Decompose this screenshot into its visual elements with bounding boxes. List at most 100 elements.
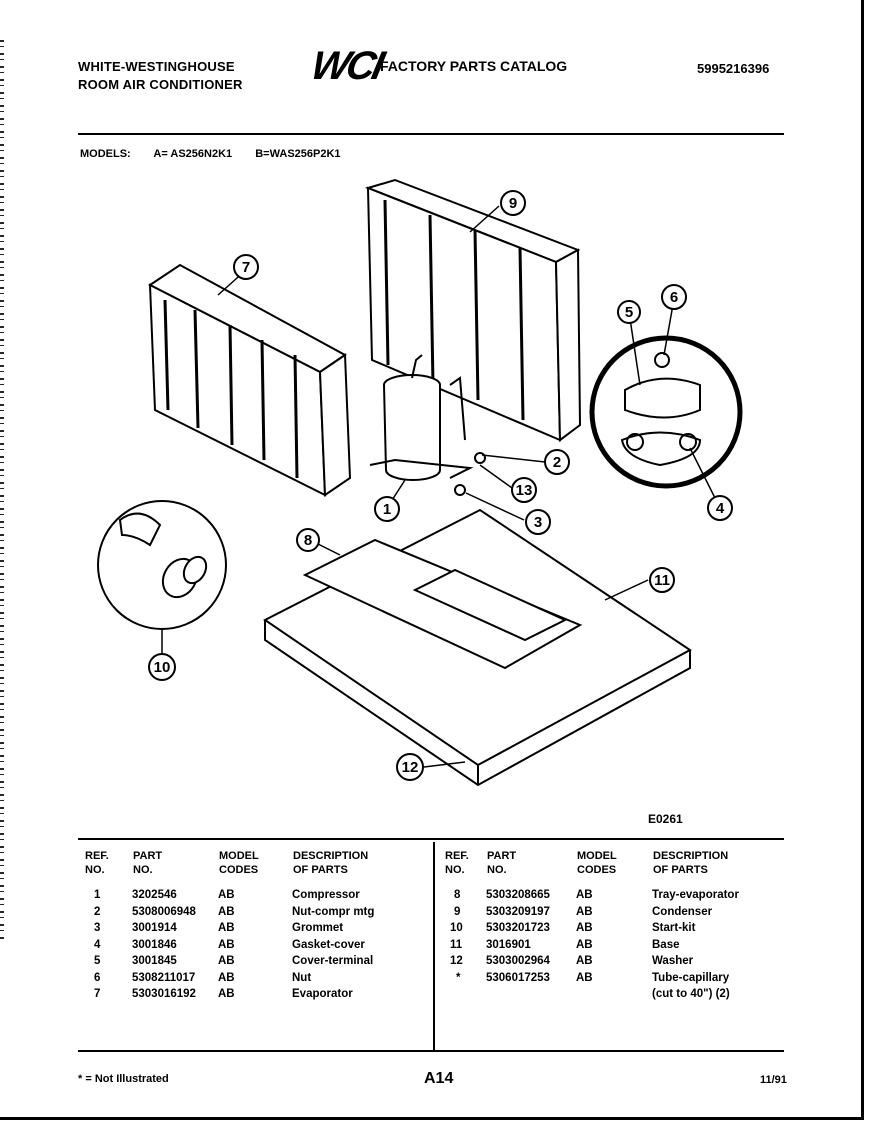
callout-1 — [374, 496, 400, 522]
desc-cell: (cut to 40") (2) — [652, 988, 730, 1000]
callout-2 — [544, 449, 570, 475]
ref-cell: 7 — [94, 988, 101, 1000]
ref-cell: 10 — [450, 922, 463, 934]
model-header-2: CODES — [577, 864, 617, 876]
desc-cell: Compressor — [292, 889, 360, 901]
desc-header-2: OF PARTS — [653, 864, 708, 876]
desc-cell: Start-kit — [652, 922, 696, 934]
part-cell: 5308211017 — [132, 971, 196, 984]
callout-3 — [525, 509, 551, 535]
part-cell: 3001845 — [132, 955, 177, 967]
desc-cell: Grommet — [292, 922, 344, 934]
callout-10-label: 10 — [154, 659, 171, 676]
part-cell: 3001914 — [132, 922, 177, 934]
model-a: A= AS256N2K1 — [153, 148, 233, 160]
callout-12 — [396, 753, 424, 781]
codes-cell: AB — [218, 988, 235, 1000]
table-row: 9 5303209197 AB Condenser — [444, 904, 782, 921]
desc-cell: Nut-compr mtg — [292, 905, 375, 918]
callout-10 — [148, 653, 176, 681]
desc-cell: Washer — [652, 955, 694, 967]
ref-cell: 4 — [94, 938, 101, 951]
brand-line-1: WHITE-WESTINGHOUSE — [78, 59, 235, 74]
desc-header-1: DESCRIPTION — [293, 850, 369, 862]
codes-cell — [576, 986, 652, 1003]
ref-cell: 6 — [94, 971, 101, 984]
evaporator-drawing — [148, 263, 352, 497]
ref-cell: 9 — [454, 905, 461, 918]
table-row: * 5306017253 AB Tube-capillary — [444, 970, 782, 987]
part-cell: 5308006948 — [132, 905, 196, 918]
codes-cell: AB — [218, 971, 235, 984]
callout-5 — [617, 300, 641, 324]
codes-cell: AB — [576, 905, 593, 918]
callout-11-label: 11 — [654, 572, 670, 589]
desc-cell: Condenser — [652, 905, 713, 918]
ref-cell: 3 — [94, 922, 101, 934]
codes-cell: AB — [218, 955, 235, 967]
ref-cell: * — [456, 971, 461, 984]
base-pan-drawing — [263, 508, 692, 787]
ref-header-1: REF. — [445, 850, 469, 862]
header-rule — [78, 133, 784, 135]
part-cell: 5306017253 — [486, 971, 550, 984]
catalog-number: 5995216396 — [697, 61, 770, 76]
callout-7-label: 7 — [242, 259, 250, 276]
codes-cell: AB — [576, 889, 593, 901]
callout-4-label: 4 — [716, 500, 725, 517]
ref-cell: 8 — [454, 889, 461, 901]
table-divider — [433, 842, 435, 1050]
page-frame — [0, 0, 864, 1120]
callout-13-label: 13 — [516, 482, 533, 499]
part-cell: 5303002964 — [486, 955, 550, 967]
part-cell: 5303201723 — [486, 922, 550, 934]
part-cell: 3016901 — [486, 938, 531, 951]
ref-cell: 5 — [94, 955, 101, 967]
desc-cell: Tube-capillary — [652, 971, 730, 984]
desc-cell: Nut — [292, 971, 312, 984]
ref-cell — [444, 986, 486, 1003]
part-cell: 3001846 — [132, 938, 177, 951]
model-b: B=WAS256P2K1 — [255, 148, 341, 160]
models-line: MODELS: A= AS256N2K1 B=WAS256P2K1 — [80, 148, 361, 160]
callout-2-label: 2 — [553, 454, 561, 471]
not-illustrated-note: * = Not Illustrated — [78, 1073, 169, 1085]
desc-cell: Cover-terminal — [292, 955, 374, 967]
part-cell: 5303209197 — [486, 905, 550, 918]
model-header-2: CODES — [219, 864, 259, 876]
brand-block: WHITE-WESTINGHOUSE ROOM AIR CONDITIONER — [78, 58, 243, 94]
part-cell: 3202546 — [132, 889, 177, 901]
wci-logo: WCI — [307, 44, 386, 88]
model-header-1: MODEL — [577, 850, 617, 862]
ref-header-2: NO. — [85, 864, 105, 876]
table-row: 6 5308211017 AB Nut — [84, 970, 432, 987]
terminal-cover-detail — [589, 335, 743, 489]
start-kit-detail — [97, 500, 227, 630]
table-row: 4 3001846 AB Gasket-cover — [84, 937, 432, 954]
table-row: (cut to 40") (2) — [444, 986, 782, 1003]
codes-cell: AB — [576, 922, 593, 934]
ref-cell: 11 — [450, 938, 463, 951]
scan-edge-artifact — [0, 40, 4, 940]
callout-9 — [500, 190, 526, 216]
table-top-rule — [78, 838, 784, 840]
callout-6-label: 6 — [670, 289, 678, 306]
part-cell — [486, 986, 576, 1003]
desc-cell: Gasket-cover — [292, 938, 365, 951]
catalog-title: FACTORY PARTS CATALOG — [380, 58, 568, 74]
codes-cell: AB — [576, 971, 593, 984]
callout-3-label: 3 — [534, 514, 542, 531]
callout-8 — [296, 528, 320, 552]
callout-11 — [649, 567, 675, 593]
callout-5-label: 5 — [625, 304, 633, 321]
part-cell: 5303016192 — [132, 988, 196, 1000]
callout-12-label: 12 — [402, 759, 419, 776]
codes-cell: AB — [576, 955, 593, 967]
callout-6 — [661, 284, 687, 310]
desc-cell: Base — [652, 938, 680, 951]
codes-cell: AB — [218, 938, 235, 951]
